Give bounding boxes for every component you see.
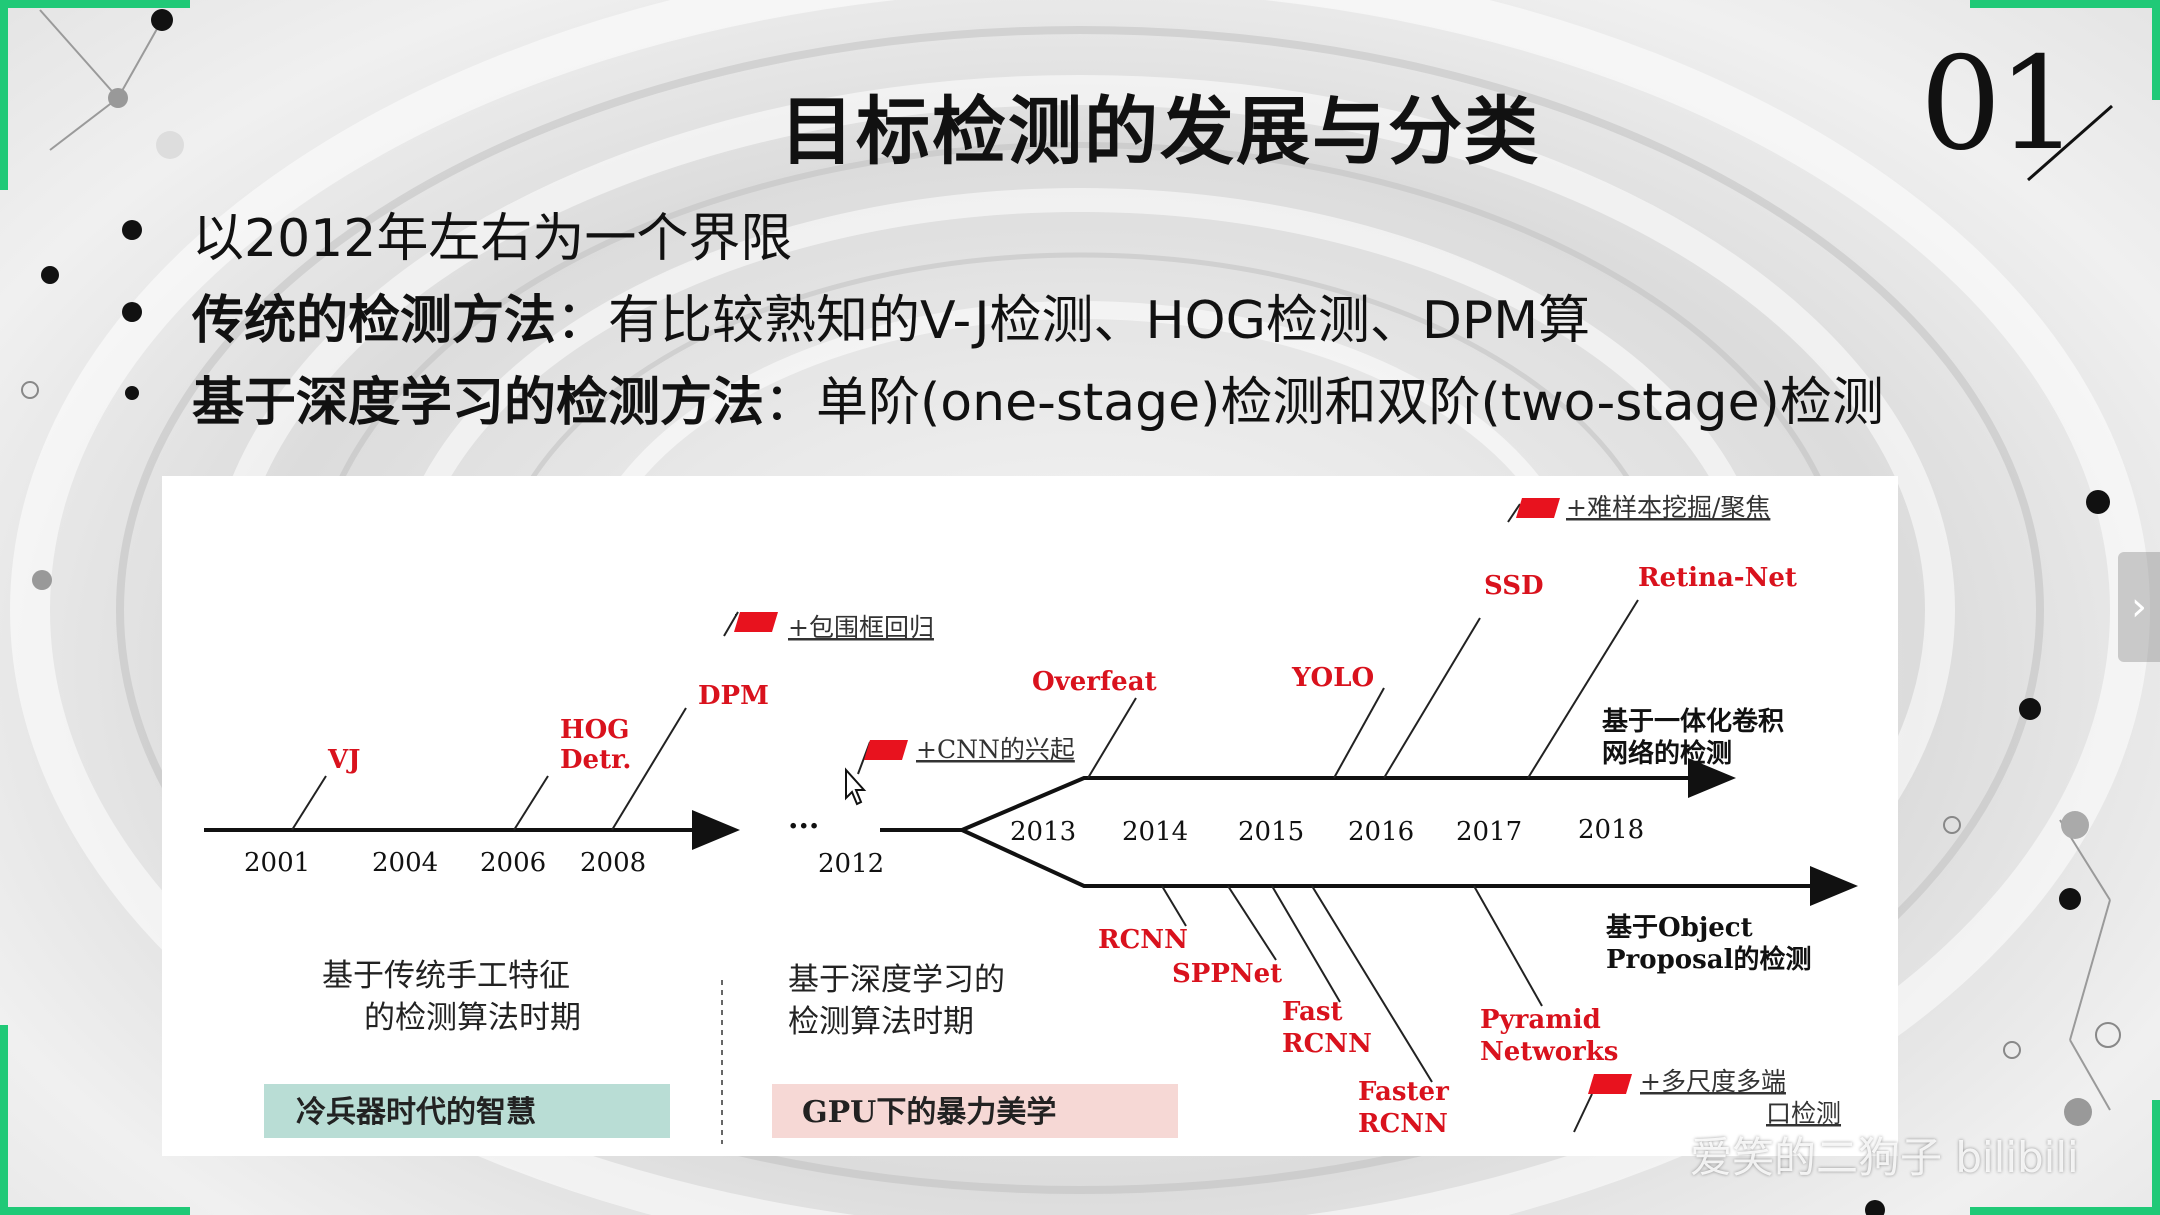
method-fast-rcnn-line1: Fast [1282,997,1343,1027]
year-label: 2006 [480,848,546,878]
method-rcnn: RCNN [1098,925,1188,955]
year-label: 2018 [1578,815,1644,845]
corner-accent-top-right [1970,0,2160,8]
year-label: 2015 [1238,817,1304,847]
timeline-ellipsis: ... [788,801,819,836]
detection-history-diagram: 2001 2004 2006 2008 ... 2012 2013 2014 2… [162,476,1898,1156]
era-traditional-line1: 基于传统手工特征 [322,958,570,994]
tag-gpu-bg [772,1084,1178,1138]
corner-accent-top-left-vertical [0,0,8,190]
watermark: 爱笑的二狗子 bilibili [1690,1133,2079,1182]
corner-accent-top-right-vertical [2152,0,2160,100]
flag-note-cnn: +CNN的兴起 [916,735,1075,764]
slide-number-slash-icon [2027,104,2113,182]
red-flag-icon [864,740,908,760]
red-flag-icon [1588,1074,1632,1094]
branch-two-stage-line2: Proposal的检测 [1606,944,1811,975]
corner-accent-bottom-left-vertical [0,1025,8,1215]
flag-bbox-regression: +包围框回归 [734,612,934,642]
branch-one-stage-line2: 网络的检测 [1602,738,1732,769]
method-hog-line2: Detr. [560,745,631,775]
slide-number: 01 [1920,30,2079,179]
corner-accent-bottom-left [0,1207,190,1215]
mouse-cursor-icon [845,767,867,806]
flag-note-multiscale-line2: 口检测 [1766,1099,1841,1128]
chevron-right-icon: › [2131,584,2147,630]
bullet-text: 基于深度学习的检测方法：单阶(one-stage)检测和双阶(two-stage… [192,360,1884,435]
bullet-dot-icon [125,386,139,400]
year-label: 2001 [244,848,310,878]
tag-cold-weapon-bg [264,1084,670,1138]
method-pyramid-networks-line2: Networks [1480,1037,1618,1067]
method-retina-net: Retina-Net [1638,563,1797,593]
two-stage-branch [961,828,1858,906]
method-sppnet: SPPNet [1172,959,1282,989]
method-hog-line1: HOG [560,715,629,745]
next-slide-button[interactable]: › [2118,552,2160,662]
year-label: 2017 [1456,817,1522,847]
method-overfeat: Overfeat [1032,667,1157,697]
method-vj: VJ [327,745,360,775]
corner-accent-bottom-right [1970,1207,2160,1215]
method-yolo: YOLO [1291,663,1374,693]
one-stage-branch [961,758,1736,832]
tag-gpu: GPU下的暴力美学 [802,1095,1056,1130]
bullet-bold: 基于深度学习的检测方法 [192,373,765,433]
branch-two-stage-line1: 基于Object [1606,913,1753,943]
bullet-plain: 以2012年左右为一个界限 [192,209,793,269]
method-fast-rcnn-line2: RCNN [1282,1029,1372,1059]
method-dpm: DPM [698,681,769,711]
method-faster-rcnn-line1: Faster [1358,1077,1449,1107]
red-flag-icon [734,612,778,632]
slide-title: 目标检测的发展与分类 [780,89,1540,175]
year-label: 2014 [1122,817,1188,847]
bullet-plain: ：有比较熟知的V-J检测、HOG检测、DPM算 [556,291,1591,351]
flag-cnn-rise: +CNN的兴起 [864,735,1075,764]
pivot-year-label: 2012 [818,849,884,879]
bullet-text: 以2012年左右为一个界限 [192,196,792,271]
method-ssd: SSD [1484,571,1544,601]
bullet-plain: ：单阶(one-stage)检测和双阶(two-stage)检测 [764,373,1884,433]
year-label: 2008 [580,848,646,878]
era-deep-line2: 检测算法时期 [788,1004,974,1040]
bullet-bold: 传统的检测方法 [192,291,557,351]
year-label: 2004 [372,848,438,878]
tag-cold-weapon: 冷兵器时代的智慧 [296,1095,536,1130]
year-label: 2016 [1348,817,1414,847]
branch-one-stage-line1: 基于一体化卷积 [1602,707,1784,737]
era-deep-line1: 基于深度学习的 [788,962,1005,998]
bullet-text: 传统的检测方法：有比较熟知的V-J检测、HOG检测、DPM算 [192,278,1590,353]
corner-accent-top-left [0,0,190,8]
era-traditional-line2: 的检测算法时期 [364,1000,581,1036]
slide-number-text: 01 [1920,30,2079,179]
corner-accent-bottom-right-vertical [2152,1100,2160,1215]
method-pyramid-networks-line1: Pyramid [1480,1005,1601,1035]
flag-note-multiscale-line1: +多尺度多端 [1640,1067,1786,1096]
red-flag-icon [1516,498,1560,518]
flag-multiscale: +多尺度多端 口检测 [1588,1067,1841,1128]
method-faster-rcnn-line2: RCNN [1358,1109,1448,1139]
year-label: 2013 [1010,817,1076,847]
flag-note-hard: +难样本挖掘/聚焦 [1566,493,1770,522]
bullet-dot-icon [122,302,142,322]
flag-note-bbox: +包围框回归 [788,613,934,642]
flag-hard-mining: +难样本挖掘/聚焦 [1516,493,1770,522]
bullet-dot-icon [122,220,142,240]
